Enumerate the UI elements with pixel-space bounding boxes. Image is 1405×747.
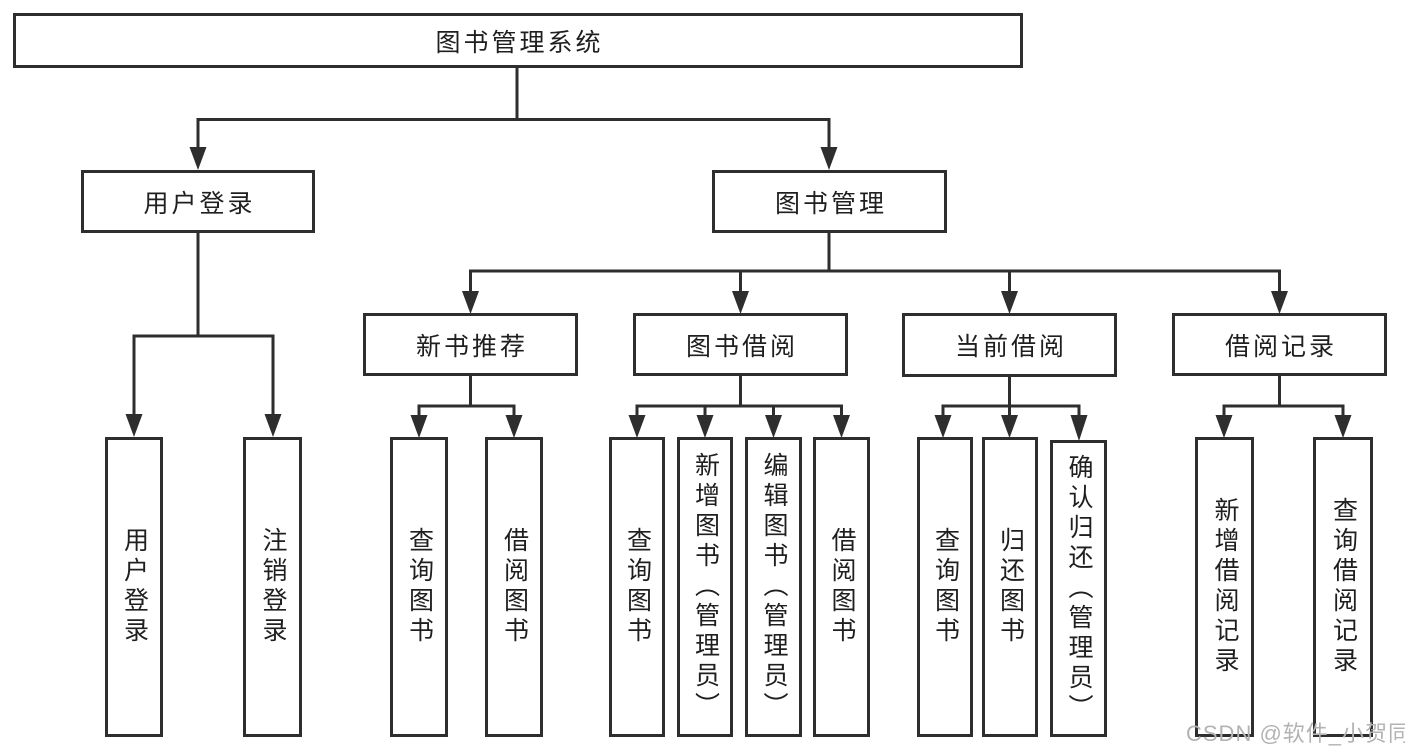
csdn-watermark: CSDN @软件_小贺同学 (1186, 721, 1405, 746)
node-label: 用户登录 (143, 189, 256, 218)
leaf-edit-books-admin: 编辑图书（管理员） (745, 437, 802, 737)
node-label: 借阅记录 (1224, 332, 1337, 361)
leaf-borrow-books: 借阅图书 (813, 437, 870, 737)
connector-book-management-to-level3 (462, 233, 1288, 314)
leaf-label: 查询图书 (405, 527, 434, 647)
leaf-label: 编辑图书（管理员） (760, 452, 788, 722)
node-library-management-system: 图书管理系统 (13, 13, 1023, 68)
leaf-user-login: 用户登录 (105, 437, 163, 737)
node-label: 当前借阅 (954, 333, 1067, 361)
node-book-management: 图书管理 (712, 170, 947, 233)
leaf-query-books-borrow: 查询图书 (609, 437, 665, 737)
node-new-book-recommend: 新书推荐 (363, 313, 578, 376)
connector-current-borrow-to-leaves (934, 377, 1088, 441)
connector-user-login-to-leaves (125, 233, 282, 437)
leaf-query-borrow-record: 查询借阅记录 (1313, 437, 1373, 737)
leaf-label: 查询图书 (623, 527, 652, 647)
leaf-label: 查询借阅记录 (1329, 497, 1358, 677)
leaf-label: 查询图书 (931, 527, 960, 647)
node-borrow-records: 借阅记录 (1172, 313, 1387, 376)
connector-new-book-recommend-to-leaves (410, 376, 523, 438)
connector-book-borrow-to-leaves (628, 376, 850, 438)
node-label: 图书管理系统 (435, 28, 604, 57)
leaf-query-books-recommend: 查询图书 (390, 437, 448, 737)
leaf-label: 新增图书（管理员） (691, 452, 720, 722)
leaf-label: 注销登录 (259, 527, 287, 647)
leaf-query-books-current: 查询图书 (917, 437, 973, 737)
leaf-add-books-admin: 新增图书（管理员） (677, 437, 733, 737)
leaf-add-borrow-record: 新增借阅记录 (1195, 437, 1254, 737)
leaf-label: 用户登录 (120, 527, 149, 647)
leaf-logout: 注销登录 (243, 437, 302, 737)
leaf-label: 归还图书 (996, 527, 1025, 647)
node-book-borrow: 图书借阅 (633, 313, 848, 376)
leaf-borrow-books-recommend: 借阅图书 (485, 437, 543, 737)
node-current-borrow: 当前借阅 (902, 313, 1117, 377)
connector-root-to-level2 (189, 68, 838, 170)
node-label: 新书推荐 (415, 332, 528, 361)
leaf-label: 借阅图书 (500, 527, 529, 647)
leaf-label: 借阅图书 (828, 527, 856, 647)
node-label: 图书管理 (774, 189, 887, 218)
connector-borrow-records-to-leaves (1215, 376, 1352, 438)
leaf-label: 新增借阅记录 (1211, 497, 1239, 677)
leaf-confirm-return-admin: 确认归还（管理员） (1050, 440, 1107, 737)
node-label: 图书借阅 (685, 332, 798, 361)
node-user-login: 用户登录 (81, 170, 315, 233)
leaf-label: 确认归还（管理员） (1065, 453, 1093, 724)
leaf-return-books: 归还图书 (982, 437, 1038, 737)
